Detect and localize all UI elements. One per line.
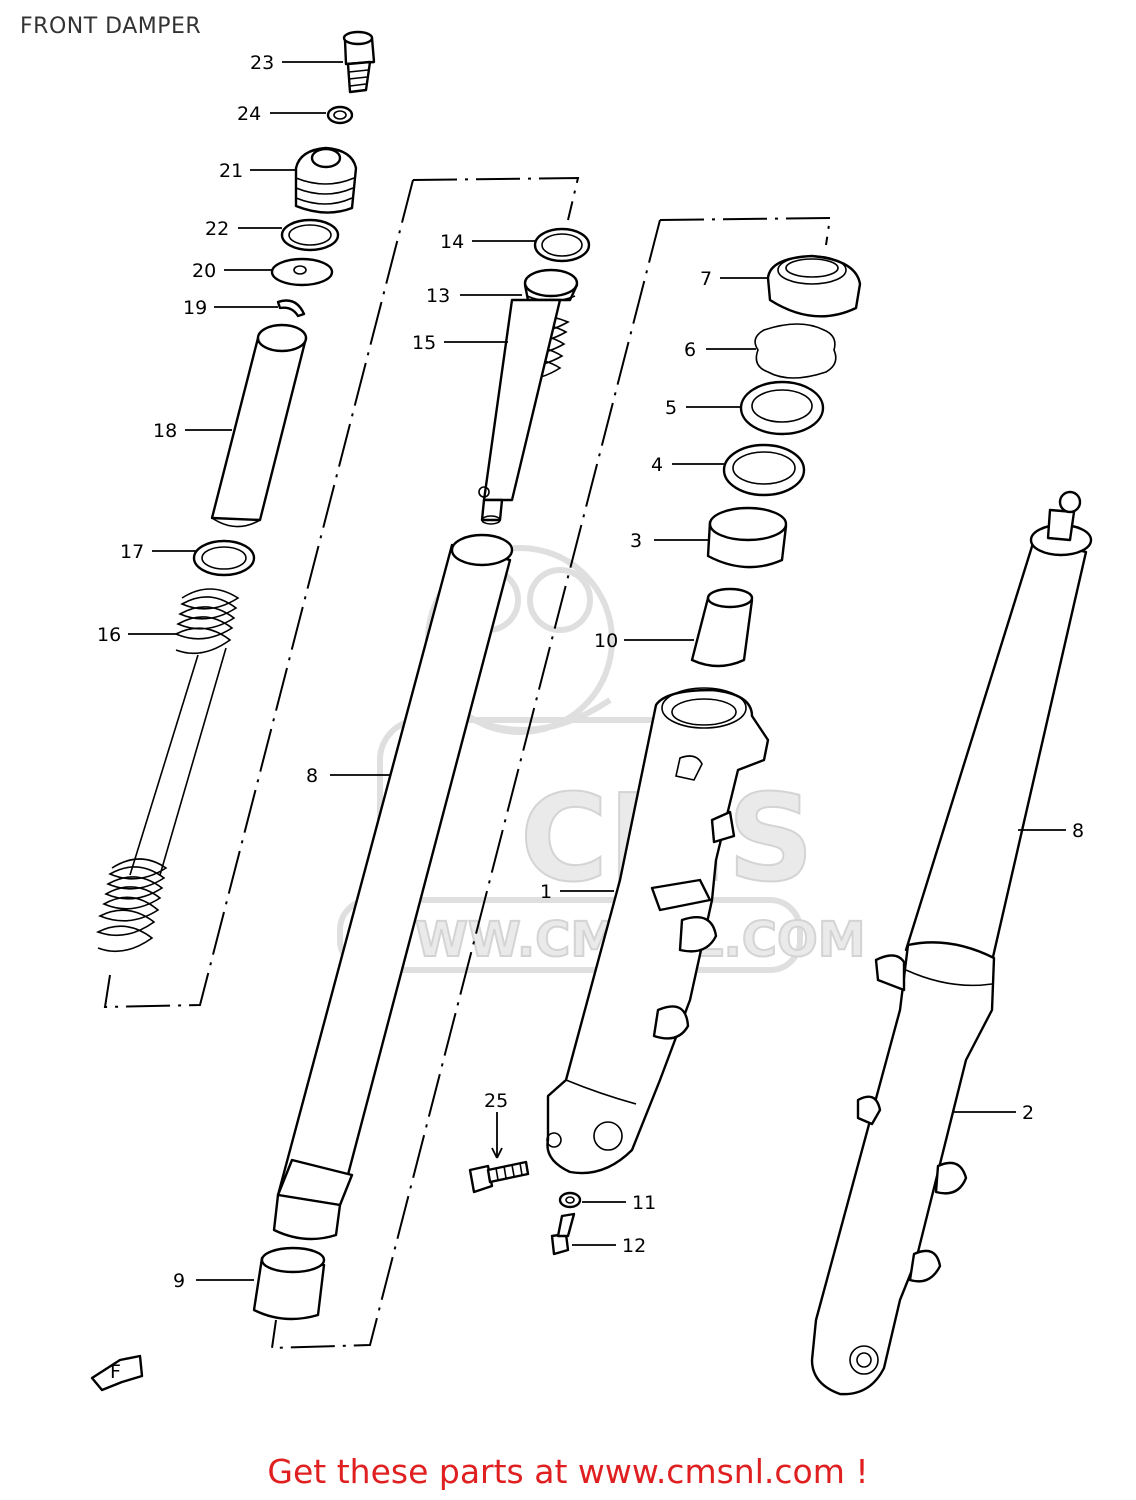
diagram-title: FRONT DAMPER	[20, 14, 202, 39]
part-21-cap-bolt	[294, 146, 358, 214]
part-17-seat	[192, 539, 256, 577]
callout-2: 2	[1022, 1102, 1034, 1124]
part-5-oil-seal	[739, 380, 825, 436]
callout-3: 3	[630, 530, 642, 552]
part-9-bushing	[252, 1246, 326, 1321]
callout-8-right: 8	[1072, 820, 1084, 842]
callout-13: 13	[426, 285, 450, 307]
callout-14: 14	[440, 231, 464, 253]
leader-lines	[128, 61, 1066, 1281]
callout-6: 6	[684, 339, 696, 361]
callout-11: 11	[632, 1192, 656, 1214]
part-11-gasket	[558, 1191, 582, 1209]
part-20-washer	[270, 257, 334, 287]
callout-9: 9	[173, 1270, 185, 1292]
callout-22: 22	[205, 218, 229, 240]
front-arrow-label: F	[110, 1361, 121, 1383]
callout-20: 20	[192, 260, 216, 282]
part-16-spring	[95, 588, 240, 953]
callout-8-left: 8	[306, 765, 318, 787]
part-22-oring	[280, 218, 340, 252]
part-6-stopper-ring	[754, 323, 837, 379]
group-frame-left	[103, 176, 580, 1009]
part-2-outer-tube-right	[810, 941, 996, 1396]
part-13-rod-top	[523, 268, 579, 302]
part-12-drain-screw	[550, 1212, 576, 1256]
callout-19: 19	[183, 297, 207, 319]
callout-25: 25	[484, 1090, 508, 1112]
part-24-oring	[326, 105, 354, 125]
part-14-ring	[533, 227, 591, 263]
part-23-valve	[342, 30, 376, 94]
callout-16: 16	[97, 624, 121, 646]
callout-7: 7	[700, 268, 712, 290]
callout-21: 21	[219, 160, 243, 182]
part-8-inner-tube-left	[272, 533, 514, 1241]
callout-1: 1	[540, 881, 552, 903]
callout-10: 10	[594, 630, 618, 652]
part-19-clip	[276, 299, 306, 318]
callout-17: 17	[120, 541, 144, 563]
callout-12: 12	[622, 1235, 646, 1257]
footer-link-text[interactable]: Get these parts at www.cmsnl.com !	[267, 1452, 869, 1491]
callout-4: 4	[651, 454, 663, 476]
damper-rod	[478, 298, 562, 525]
callout-23: 23	[250, 52, 274, 74]
part-7-dust-seal	[766, 254, 862, 318]
group-frame-middle	[270, 216, 832, 1350]
callout-18: 18	[153, 420, 177, 442]
part-1-outer-tube-left	[546, 687, 770, 1175]
callout-15: 15	[412, 332, 436, 354]
part-3-guide-metal	[706, 506, 788, 569]
front-direction-arrow-icon: F	[90, 1354, 144, 1392]
part-10-oil-lock	[690, 587, 754, 668]
callout-24: 24	[237, 103, 261, 125]
part-18-spacer	[210, 323, 308, 528]
part-4-washer	[722, 443, 806, 497]
part-8-inner-tube-right	[904, 490, 1093, 972]
callout-labels: 23 24 21 22 20 19 18 17 16 14 13 15 8 7 …	[97, 52, 1084, 1292]
callout-5: 5	[665, 397, 677, 419]
part-25-bolt	[468, 1160, 530, 1194]
